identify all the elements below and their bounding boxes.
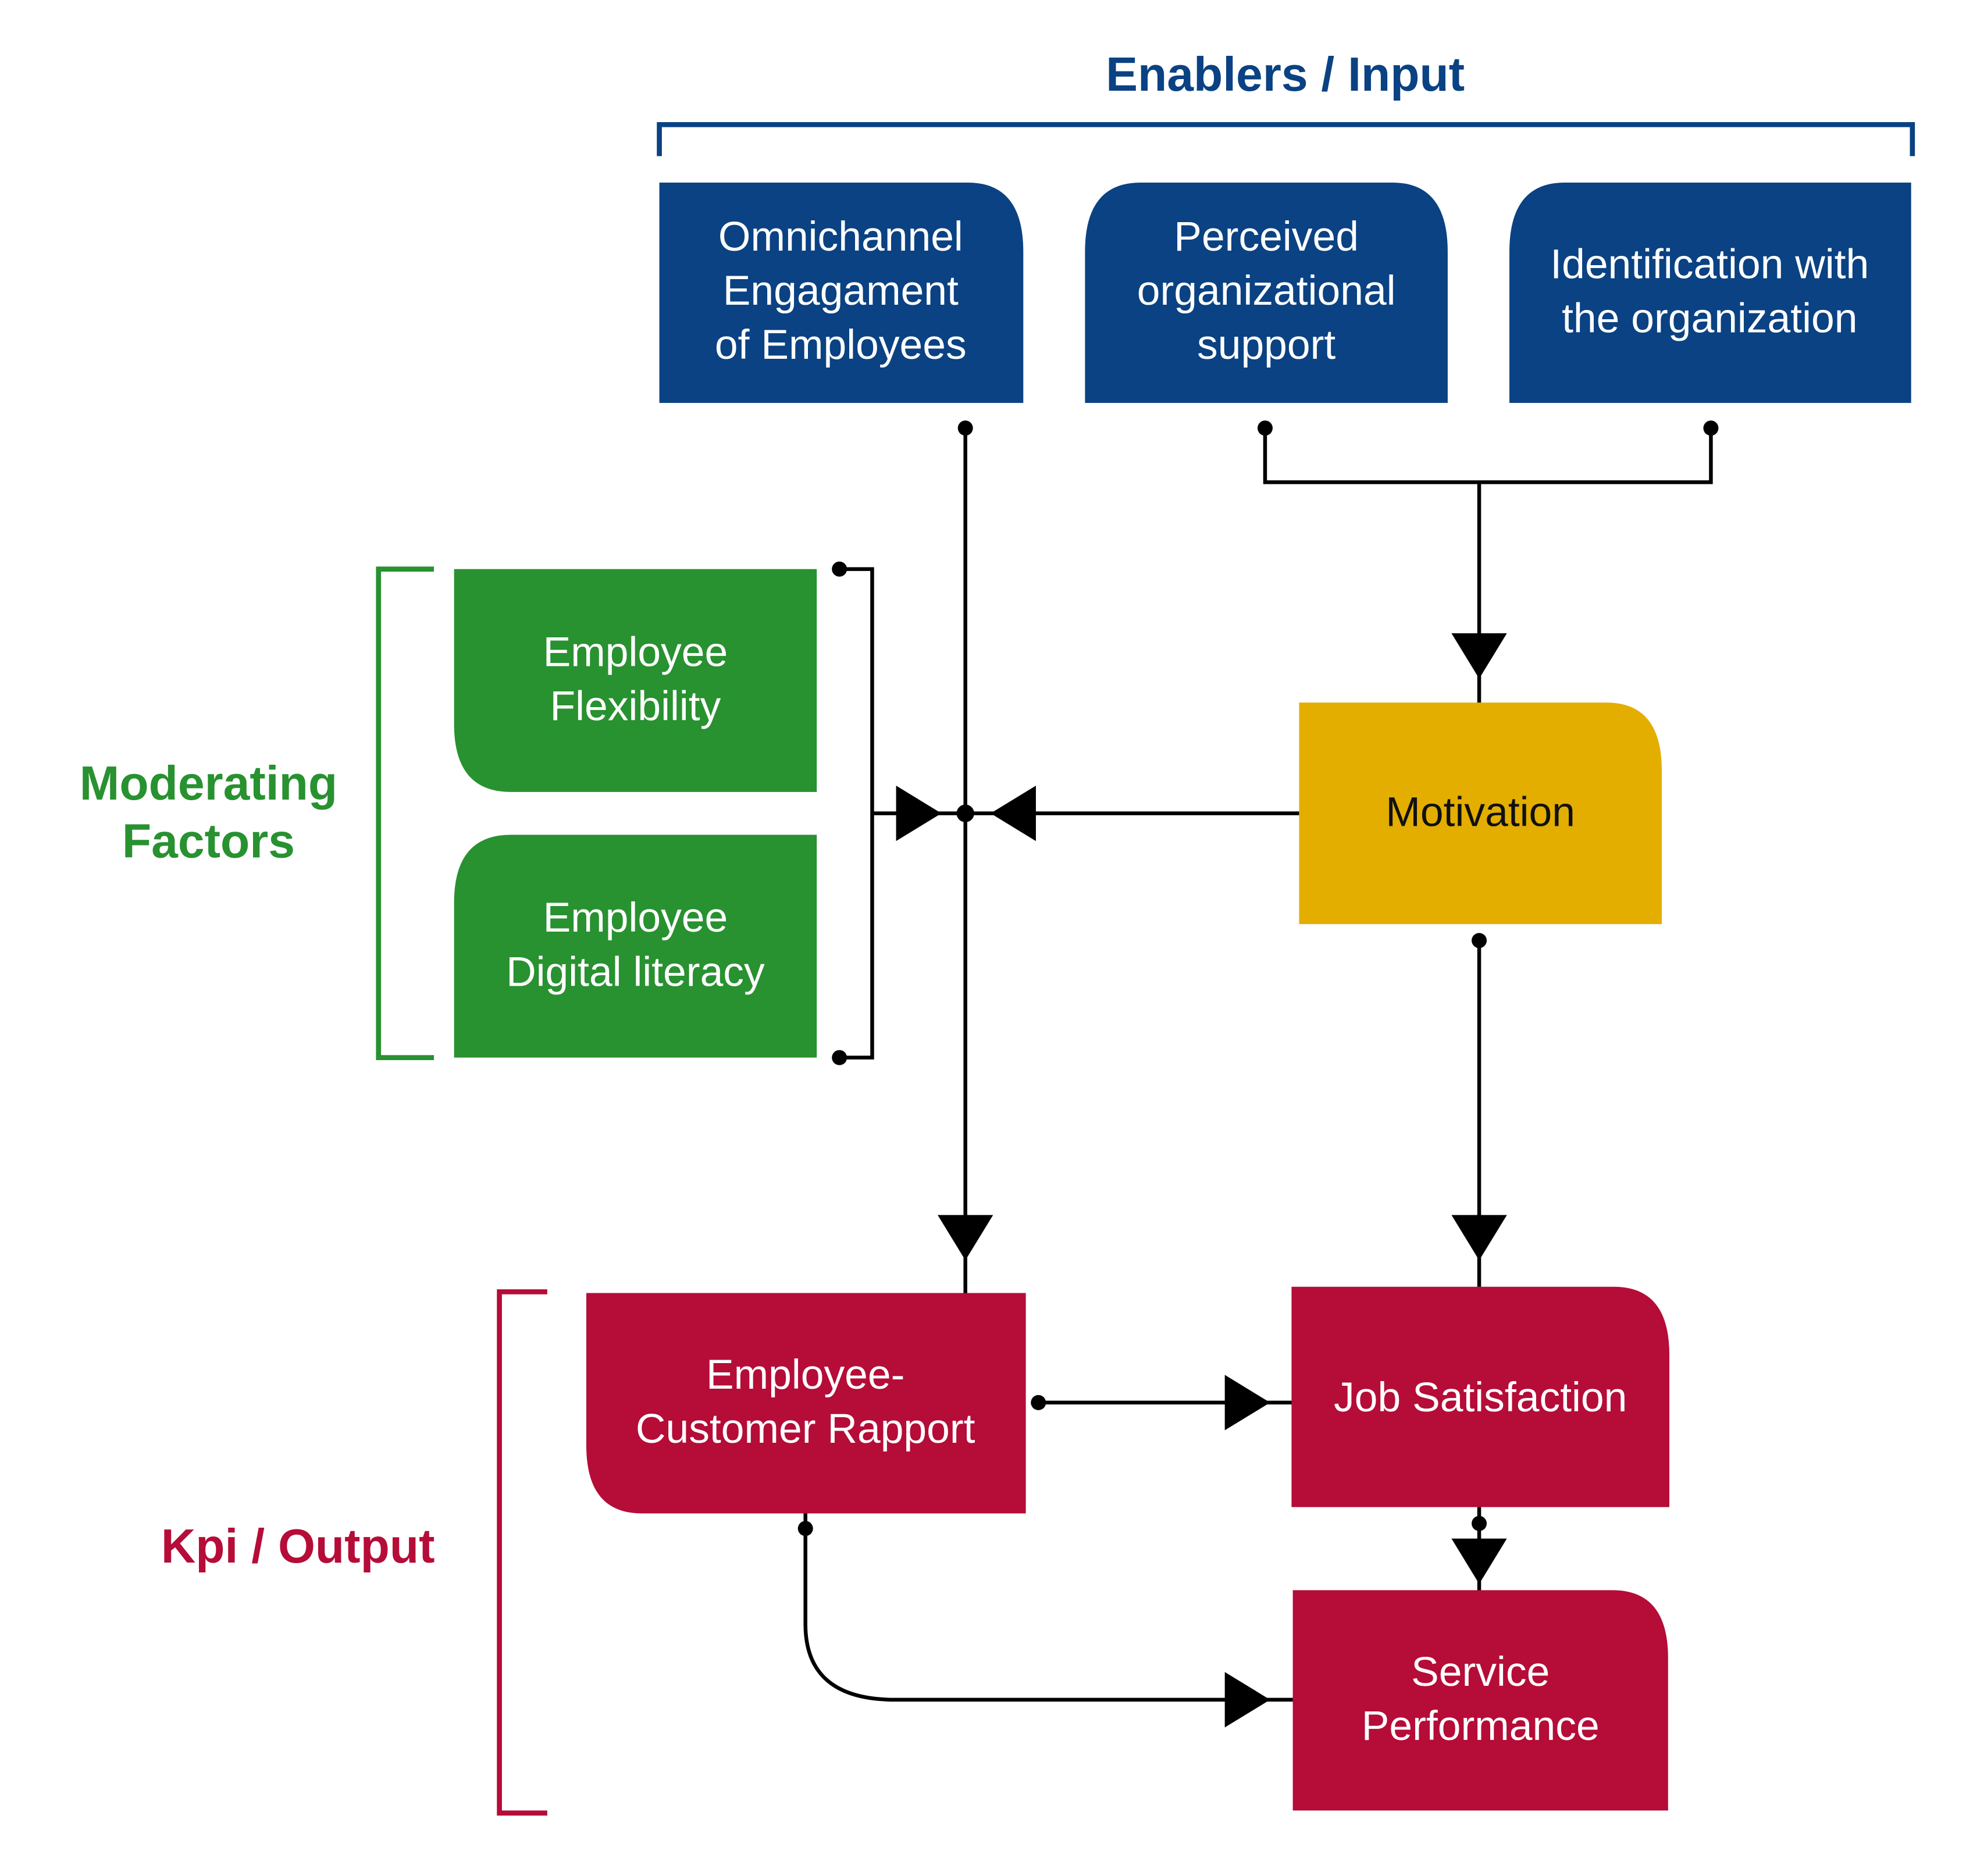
node-digital-label-1: Employee bbox=[543, 894, 728, 941]
node-service[interactable] bbox=[1292, 1590, 1668, 1811]
enablers-bracket bbox=[657, 122, 1915, 156]
node-service-label-1: Service bbox=[1411, 1649, 1550, 1695]
edge-moderators-bracket bbox=[839, 567, 874, 1060]
enablers-title: Enablers / Input bbox=[1106, 48, 1465, 101]
node-omnichannel-label-3: of Employees bbox=[715, 322, 967, 368]
moderating-bracket bbox=[376, 566, 434, 1061]
edge-start-dot bbox=[1703, 420, 1719, 436]
node-identification-label-1: Identification with bbox=[1550, 241, 1869, 287]
node-perceived-label-2: organizational bbox=[1137, 268, 1396, 314]
node-omnichannel-label-1: Omnichannel bbox=[718, 213, 963, 260]
node-service-label-2: Performance bbox=[1362, 1703, 1600, 1749]
node-digital-label-2: Digital literacy bbox=[506, 948, 765, 995]
node-motivation[interactable] bbox=[1299, 702, 1662, 925]
node-job-label-1: Job Satisfaction bbox=[1334, 1374, 1627, 1421]
node-rapport[interactable] bbox=[586, 1293, 1026, 1514]
arrowhead-icon bbox=[990, 786, 1036, 841]
edge-start-dot bbox=[957, 420, 973, 436]
node-rapport-label-2: Customer Rapport bbox=[636, 1406, 975, 1452]
node-job[interactable] bbox=[1291, 1286, 1669, 1507]
kpi-bracket bbox=[497, 1289, 547, 1816]
node-identification-label-2: the organization bbox=[1562, 295, 1857, 342]
connectors bbox=[797, 420, 1719, 1728]
node-perceived-label-3: support bbox=[1197, 322, 1335, 368]
edge-perceived-identification-merge bbox=[1263, 428, 1713, 484]
arrowhead-icon bbox=[896, 786, 942, 841]
moderating-title-line1: Moderating bbox=[80, 757, 337, 810]
edge-start-dot bbox=[797, 1521, 813, 1536]
arrowhead-icon bbox=[1451, 1215, 1507, 1261]
node-identification[interactable] bbox=[1509, 182, 1911, 403]
edge-start-dot bbox=[1257, 420, 1273, 436]
edge-rapport-service bbox=[803, 1513, 1293, 1702]
node-flexibility-label-2: Flexibility bbox=[550, 683, 721, 729]
node-perceived[interactable] bbox=[1085, 182, 1448, 403]
edge-start-dot bbox=[1472, 1515, 1487, 1531]
arrowhead-icon bbox=[1224, 1375, 1270, 1431]
edge-start-dot bbox=[832, 561, 847, 577]
node-rapport-label-1: Employee- bbox=[706, 1351, 904, 1398]
moderating-title-line2: Factors bbox=[122, 815, 295, 868]
node-motivation-label-1: Motivation bbox=[1386, 789, 1575, 835]
junction-dot bbox=[956, 804, 974, 822]
edge-start-dot bbox=[1472, 933, 1487, 948]
edge-start-dot bbox=[1031, 1394, 1046, 1410]
kpi-title: Kpi / Output bbox=[161, 1520, 435, 1573]
arrowhead-icon bbox=[1451, 633, 1507, 679]
node-perceived-label-1: Perceived bbox=[1174, 213, 1359, 260]
arrowhead-icon bbox=[1451, 1538, 1507, 1584]
node-omnichannel[interactable] bbox=[659, 182, 1024, 403]
node-flexibility[interactable] bbox=[454, 569, 817, 792]
arrowhead-icon bbox=[938, 1215, 993, 1261]
node-flexibility-label-1: Employee bbox=[543, 629, 728, 675]
edge-start-dot bbox=[832, 1050, 847, 1065]
node-digital[interactable] bbox=[454, 834, 817, 1058]
arrowhead-icon bbox=[1224, 1672, 1270, 1728]
node-omnichannel-label-2: Engagament bbox=[723, 268, 959, 314]
